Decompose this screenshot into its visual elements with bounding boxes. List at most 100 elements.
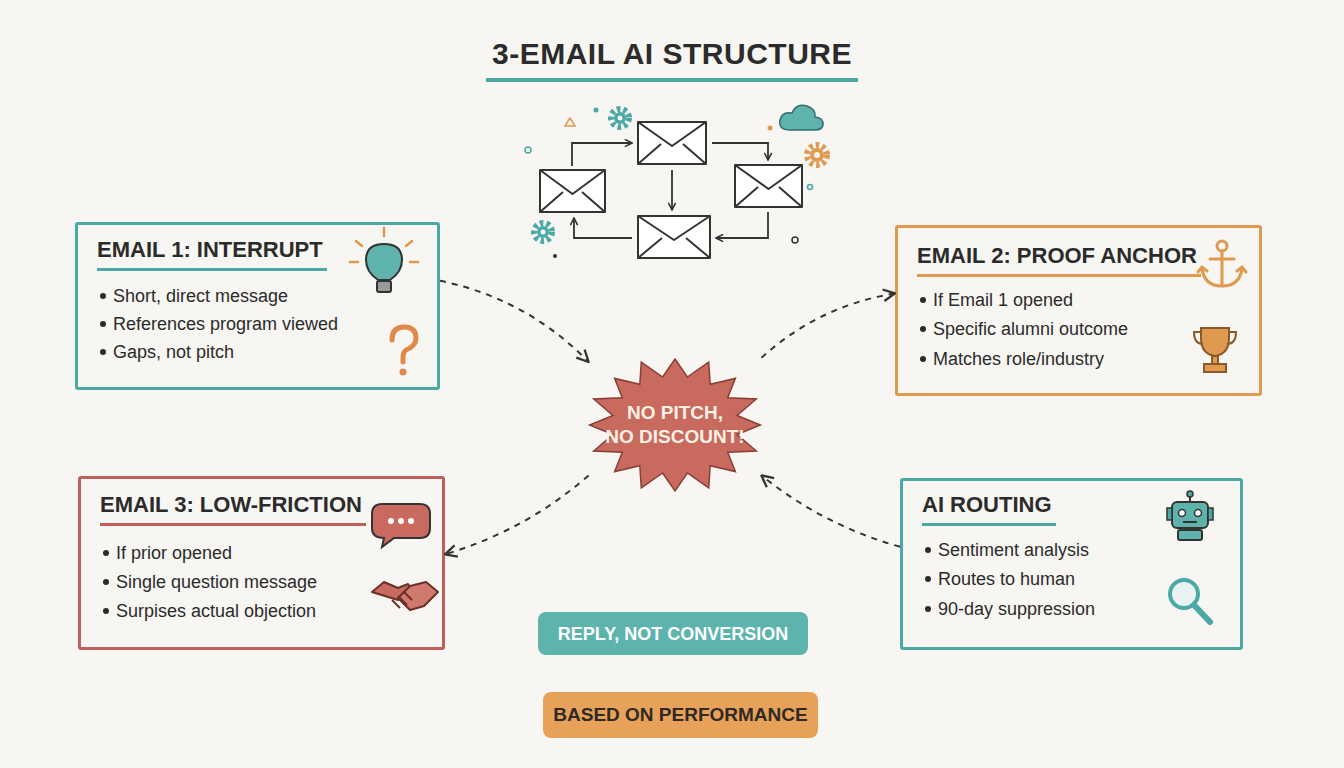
envelope-body	[540, 170, 605, 212]
bubble-dot	[408, 518, 414, 524]
bullet-dot	[920, 297, 926, 303]
bubble-body	[372, 504, 430, 547]
bullet-text: Specific alumni outcome	[933, 318, 1128, 340]
anchor-arms	[1198, 267, 1246, 286]
bullet-row: Short, direct message	[97, 282, 437, 310]
dot-mark	[808, 185, 813, 190]
bullet-row: Gaps, not pitch	[97, 338, 437, 366]
gear-icon	[611, 109, 629, 127]
box-heading: AI ROUTING	[922, 492, 1056, 526]
dashed-arrow	[761, 475, 900, 546]
envelope-arrows	[572, 143, 768, 238]
envelope-flap	[638, 216, 710, 258]
cloud-icon	[780, 105, 823, 130]
bullet-dot	[103, 550, 109, 556]
dot-mark	[792, 237, 798, 243]
title-row: 3-EMAIL AI STRUCTURE	[0, 36, 1344, 82]
gear-icon	[534, 223, 552, 241]
heading-row: EMAIL 3: LOW-FRICTION	[100, 492, 442, 526]
pill-text: BASED ON PERFORMANCE	[553, 704, 807, 726]
bullet-dot	[100, 293, 106, 299]
bullet-text: If Email 1 opened	[933, 289, 1073, 311]
bullet-row: 90-day suppression	[922, 594, 1240, 624]
gear-body	[614, 112, 626, 124]
bullet-row: If Email 1 opened	[917, 285, 1259, 315]
bullet-row: Specific alumni outcome	[917, 315, 1259, 345]
handshake-icon	[372, 582, 438, 610]
flow-arrow	[572, 143, 632, 166]
robot-ear	[1208, 508, 1213, 520]
gear-hole	[618, 116, 623, 121]
bullet-text: Short, direct message	[113, 285, 288, 307]
envelope-body	[638, 122, 706, 164]
text-line: NO DISCOUNT!	[605, 425, 744, 449]
dot-mark	[594, 108, 599, 113]
anchor-icon	[1198, 241, 1246, 286]
robot-eye	[1179, 510, 1186, 517]
bullet-text: Single question message	[116, 571, 317, 593]
trophy-icon	[1194, 328, 1236, 372]
bulb-glass	[366, 244, 402, 280]
gear-body	[810, 148, 824, 162]
bullet-row: Sentiment analysis	[922, 535, 1240, 565]
hand-left	[372, 582, 412, 600]
gear-teeth	[611, 109, 629, 127]
bullet-dot	[925, 606, 931, 612]
starburst: NO PITCH, NO DISCOUNT!	[585, 355, 765, 495]
envelope-flap	[735, 165, 802, 207]
bullet-row: If prior opened	[100, 538, 442, 567]
bullet-row: References program viewed	[97, 310, 437, 338]
lightbulb-icon	[350, 228, 418, 292]
bullet-dot	[103, 579, 109, 585]
robot-head	[1172, 502, 1208, 528]
robot-antenna-tip	[1187, 491, 1193, 497]
magnifier-icon	[1170, 580, 1210, 622]
envelope-body	[638, 216, 710, 258]
dot-mark	[768, 126, 773, 131]
envelope-group	[540, 122, 802, 258]
bullet-dot	[103, 608, 109, 614]
bullet-dot	[925, 547, 931, 553]
starburst-text-box: NO PITCH, NO DISCOUNT!	[585, 355, 765, 495]
bullet-dot	[920, 326, 926, 332]
question-icon	[392, 327, 416, 376]
gear-body	[537, 226, 549, 238]
bullet-row: Matches role/industry	[917, 344, 1259, 374]
gear-hole	[814, 152, 820, 158]
dashed-arrow	[445, 475, 589, 554]
robot-mouth	[1183, 521, 1197, 523]
flow-arrow	[671, 170, 673, 210]
box-heading: EMAIL 1: INTERRUPT	[97, 237, 327, 271]
bubble-dot	[388, 518, 394, 524]
gear-icon	[807, 145, 827, 165]
starburst-text: NO PITCH, NO DISCOUNT!	[605, 401, 744, 449]
magnifier-lens	[1170, 580, 1198, 608]
process-box: EMAIL 1: INTERRUPT Short, direct messageR…	[75, 222, 440, 390]
bulb-rays	[350, 228, 418, 262]
bullet-text: Gaps, not pitch	[113, 341, 234, 363]
box-heading: EMAIL 3: LOW-FRICTION	[100, 492, 366, 526]
bullet-text: References program viewed	[113, 313, 338, 335]
diagram-title: 3-EMAIL AI STRUCTURE	[486, 36, 858, 82]
note-pill: BASED ON PERFORMANCE	[543, 692, 818, 738]
text-line: NO PITCH,	[605, 401, 744, 425]
bullet-row: Single question message	[100, 567, 442, 596]
anchor-ring	[1217, 241, 1227, 251]
trophy-cup	[1201, 328, 1229, 356]
process-box: EMAIL 3: LOW-FRICTION If prior openedSing…	[78, 476, 445, 650]
heading-row: AI ROUTING	[922, 492, 1240, 526]
dashed-arrow	[761, 293, 895, 357]
robot-body	[1178, 530, 1202, 540]
magnifier-handle	[1194, 605, 1210, 622]
bullet-row: Surpises actual objection	[100, 596, 442, 625]
bulb-base	[377, 281, 391, 292]
anchor-shaft	[1210, 251, 1234, 285]
robot-ear	[1167, 508, 1172, 520]
bullet-dot	[100, 349, 106, 355]
envelope-body	[735, 165, 802, 207]
starburst-shape	[585, 355, 765, 495]
gear-teeth	[534, 223, 552, 241]
trophy-handles	[1194, 332, 1236, 344]
process-box: AI ROUTINGSentiment analysisRoutes to hu…	[900, 478, 1243, 650]
bullet-text: Matches role/industry	[933, 348, 1104, 370]
